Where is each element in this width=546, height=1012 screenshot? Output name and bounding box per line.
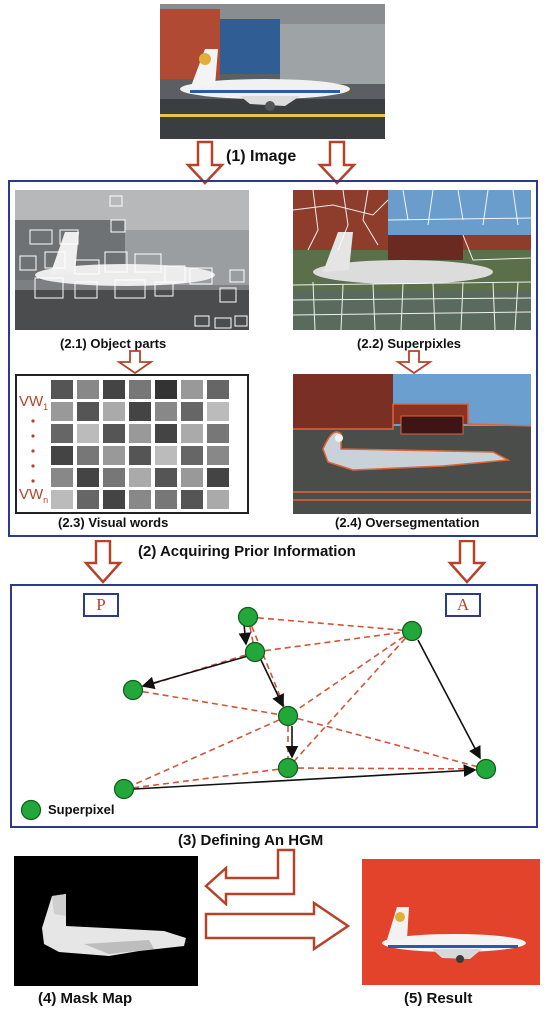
acquiring-prior-frame xyxy=(8,180,538,537)
node-6 xyxy=(277,757,299,779)
superpixels-image xyxy=(293,190,531,330)
vw-last-text: VW xyxy=(19,486,44,503)
object-parts-image xyxy=(15,190,249,330)
step3-label: (3) Defining An HGM xyxy=(178,832,324,849)
node-8 xyxy=(113,778,135,800)
oversegmentation-label: (2.4) Oversegmentation xyxy=(335,515,480,530)
vw-last-sub: n xyxy=(43,495,49,505)
object-parts-down-arrow xyxy=(116,350,154,374)
node-7 xyxy=(475,758,497,780)
object-parts-label: (2.1) Object parts xyxy=(60,336,167,351)
tag-a-box: A xyxy=(445,593,481,617)
legend-node-icon xyxy=(20,799,42,821)
node-3 xyxy=(244,641,266,663)
result-label: (5) Result xyxy=(404,990,473,1007)
step1-label: (1) Image xyxy=(226,148,297,165)
superpixels-down-arrow xyxy=(395,350,433,374)
vw-first-text: VW xyxy=(19,393,44,410)
tag-a-text: A xyxy=(456,595,470,614)
visual-words-panel: VW1 VWn xyxy=(15,374,249,514)
visual-words-label: (2.3) Visual words xyxy=(58,515,169,530)
node-5 xyxy=(277,705,299,727)
superpixels-label: (2.2) Superpixles xyxy=(357,336,462,351)
node-4 xyxy=(122,679,144,701)
mask-to-result-arrow xyxy=(204,900,351,952)
vw-first-label: VW1 xyxy=(19,393,48,412)
image-down-arrows xyxy=(185,140,357,185)
step2-label: (2) Acquiring Prior Information xyxy=(138,543,356,560)
oversegmentation-image xyxy=(293,374,531,514)
result-image xyxy=(362,859,540,985)
acquiring-down-arrows xyxy=(83,540,487,584)
hgm-frame xyxy=(10,584,538,828)
tag-p-box: P xyxy=(83,593,119,617)
hgm-to-mask-arrow xyxy=(204,848,296,906)
vw-last-label: VWn xyxy=(19,486,48,505)
legend-superpixel-label: Superpixel xyxy=(48,802,115,817)
mask-map-label: (4) Mask Map xyxy=(38,990,133,1007)
input-airplane-photo xyxy=(160,4,385,139)
node-2 xyxy=(401,620,423,642)
mask-map-image xyxy=(14,856,198,986)
vw-first-sub: 1 xyxy=(43,402,49,412)
node-1 xyxy=(237,606,259,628)
tag-p-text: P xyxy=(96,595,106,614)
hgm-graph xyxy=(20,606,497,821)
